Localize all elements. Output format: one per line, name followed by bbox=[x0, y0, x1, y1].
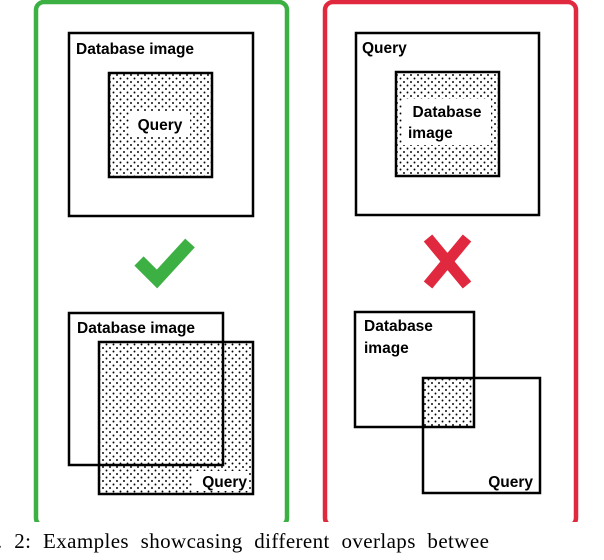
database-image-label: Database image bbox=[76, 41, 194, 58]
database-image-label: Database image bbox=[77, 320, 195, 337]
query-box bbox=[354, 31, 541, 217]
image-label: image bbox=[408, 125, 453, 142]
query-box bbox=[97, 340, 255, 496]
correct-panel-border bbox=[33, 0, 290, 522]
left-example-1: Database image Query bbox=[67, 31, 255, 218]
cross-stroke bbox=[423, 234, 472, 289]
query-label: Query bbox=[362, 40, 407, 57]
incorrect-panel-border bbox=[322, 0, 579, 522]
database-label: Database bbox=[364, 318, 433, 335]
database-image-box bbox=[67, 311, 225, 467]
overlap-region bbox=[99, 342, 253, 494]
right-example-1: Query Database image bbox=[354, 31, 541, 217]
query-box bbox=[421, 376, 542, 495]
label-backdrop bbox=[130, 111, 190, 137]
overlap-region bbox=[423, 378, 474, 427]
right-panel: Query Database image Database image Quer… bbox=[322, 0, 579, 522]
label-backdrop bbox=[193, 471, 249, 491]
database-label: Database bbox=[413, 104, 482, 121]
right-example-2: Database image Query bbox=[353, 310, 542, 495]
check-mark-icon bbox=[134, 238, 195, 289]
left-panel: Database image Query Database image Quer… bbox=[33, 0, 290, 522]
label-backdrop bbox=[403, 99, 491, 145]
image-label: image bbox=[364, 340, 409, 357]
query-label: Query bbox=[138, 117, 183, 134]
query-label: Query bbox=[488, 474, 533, 491]
left-example-2: Database image Query bbox=[67, 311, 255, 496]
database-image-box bbox=[67, 31, 255, 218]
overlap-diagram: Database image Query Database image Quer… bbox=[33, 0, 579, 522]
cross-mark-icon bbox=[423, 234, 472, 289]
label-backdrop bbox=[75, 316, 211, 337]
caption-text: g. 2: Examples showcasing different over… bbox=[0, 529, 490, 553]
database-image-box bbox=[353, 310, 476, 429]
figure-caption: g. 2: Examples showcasing different over… bbox=[0, 522, 604, 560]
query-label: Query bbox=[202, 474, 247, 491]
